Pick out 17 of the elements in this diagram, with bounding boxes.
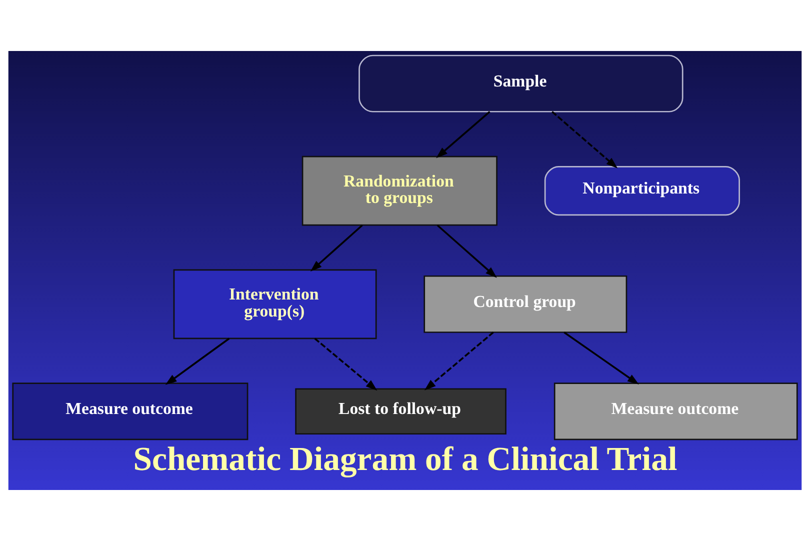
arrow (552, 110, 618, 168)
arrow (310, 224, 363, 272)
node-box: Intervention group(s) (173, 268, 377, 339)
node-box: Measure outcome (554, 382, 798, 440)
node-box: Sample (358, 54, 684, 112)
arrow (436, 224, 497, 278)
arrow (564, 331, 639, 384)
node-box: Randomization to groups (302, 155, 498, 226)
arrow (436, 110, 490, 158)
arrow (165, 337, 230, 384)
node-box: Nonparticipants (544, 165, 740, 216)
node-box: Lost to follow-up (295, 388, 506, 434)
arrow (424, 331, 494, 390)
arrow (314, 337, 378, 390)
diagram-title: Schematic Diagram of a Clinical Trial (133, 440, 678, 478)
node-box: Control group (424, 274, 628, 332)
node-box: Measure outcome (12, 382, 248, 440)
